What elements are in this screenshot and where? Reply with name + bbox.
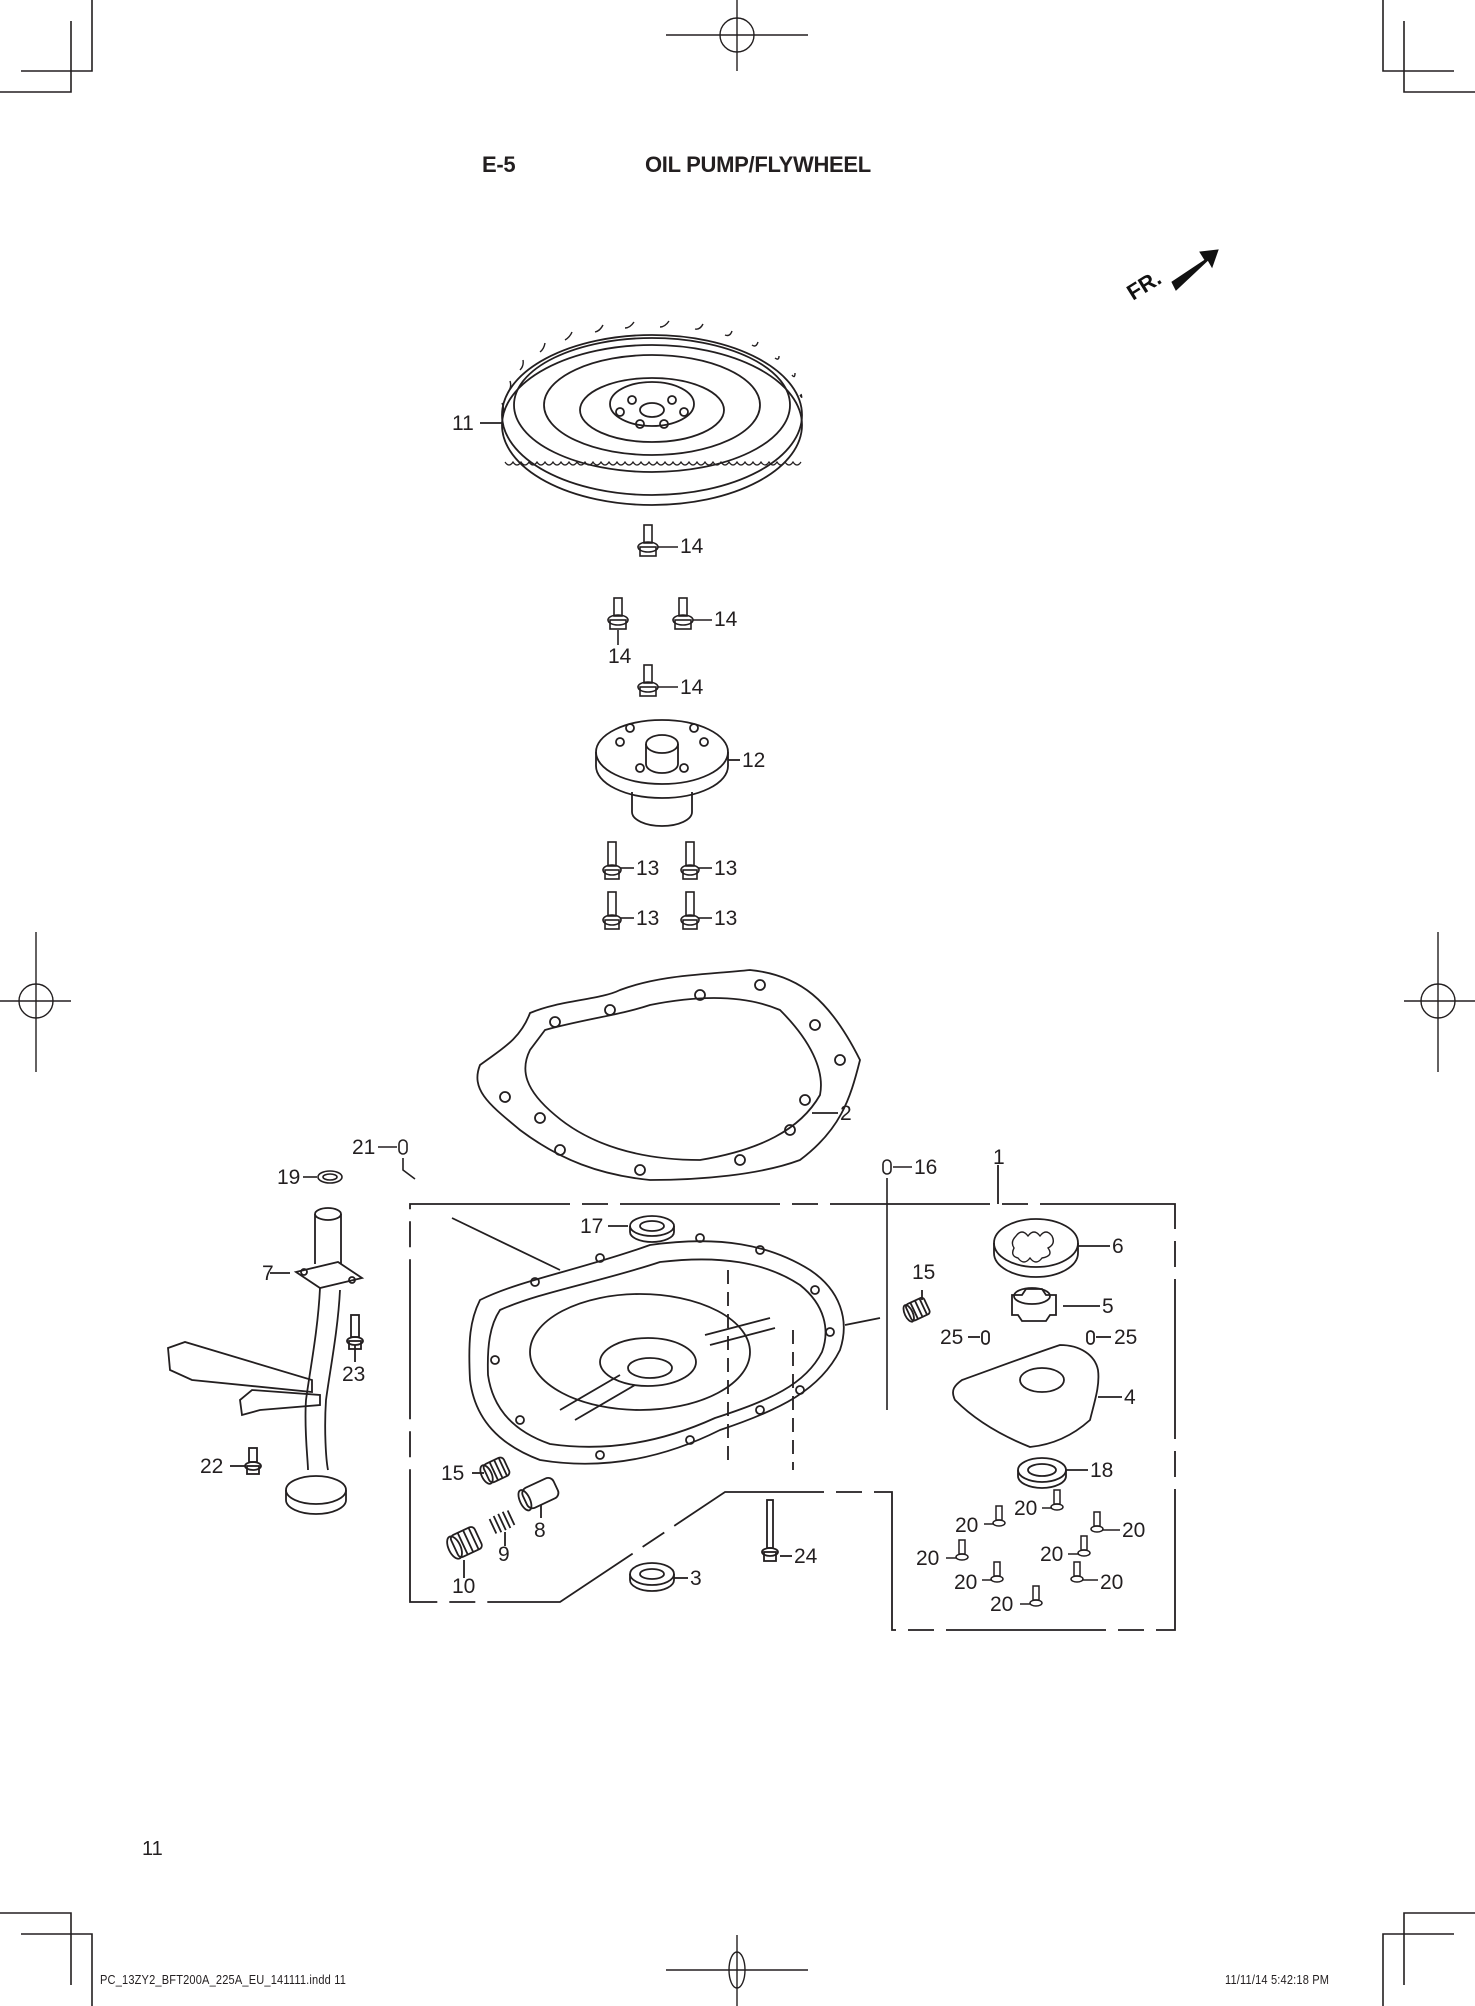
drive-hub-part-12	[595, 719, 740, 827]
callout-25: 25	[940, 1326, 964, 1349]
small-pins-and-oring	[303, 1139, 912, 1410]
callout-20: 20	[1014, 1497, 1038, 1520]
relief-valve-parts	[446, 1456, 792, 1592]
callout-14: 14	[680, 676, 704, 699]
callout-12: 12	[742, 749, 766, 772]
pump-housing	[468, 1215, 881, 1470]
callout-15: 15	[441, 1462, 465, 1485]
callout-22: 22	[200, 1455, 224, 1478]
callout-17: 17	[580, 1215, 604, 1238]
assembly-boundary-part-1	[409, 1165, 1176, 1631]
section-code: E-5	[482, 152, 516, 177]
callout-15: 15	[912, 1261, 936, 1284]
callout-11: 11	[452, 412, 474, 435]
screws-part-20	[946, 1489, 1120, 1607]
callout-14: 14	[608, 645, 632, 668]
callout-18: 18	[1090, 1459, 1114, 1482]
callout-24: 24	[794, 1545, 818, 1568]
callout-25: 25	[1114, 1326, 1138, 1349]
gasket-part-2	[476, 969, 861, 1181]
callout-19: 19	[277, 1166, 301, 1189]
callout-13: 13	[714, 857, 738, 880]
front-direction-arrow-icon	[1171, 249, 1219, 291]
oil-strainer-part-7	[167, 1207, 365, 1515]
callout-9: 9	[498, 1543, 510, 1566]
callout-2: 2	[840, 1102, 852, 1125]
flywheel-bolts-part-14	[607, 524, 712, 697]
callout-13: 13	[636, 907, 660, 930]
callout-20: 20	[954, 1571, 978, 1594]
print-slug-timestamp: 11/11/14 5:42:18 PM	[1225, 1972, 1330, 1987]
callout-5: 5	[1102, 1295, 1114, 1318]
callout-20: 20	[1122, 1519, 1146, 1542]
callout-13: 13	[636, 857, 660, 880]
pump-rotor-parts	[902, 1218, 1122, 1489]
callout-20: 20	[990, 1593, 1014, 1616]
callout-3: 3	[690, 1567, 702, 1590]
callout-6: 6	[1112, 1235, 1124, 1258]
page-number: 11	[142, 1838, 163, 1860]
callout-10: 10	[452, 1575, 476, 1598]
flywheel-part-11	[480, 320, 803, 506]
callout-1: 1	[993, 1146, 1005, 1169]
callout-20: 20	[1040, 1543, 1064, 1566]
callout-20: 20	[916, 1547, 940, 1570]
callout-8: 8	[534, 1519, 546, 1542]
hub-bolts-part-13	[602, 841, 712, 930]
callout-20: 20	[1100, 1571, 1124, 1594]
callout-16: 16	[914, 1156, 938, 1179]
section-title: OIL PUMP/FLYWHEEL	[645, 152, 871, 177]
callout-13: 13	[714, 907, 738, 930]
callout-14: 14	[680, 535, 704, 558]
callout-4: 4	[1124, 1386, 1136, 1409]
callout-23: 23	[342, 1363, 366, 1386]
callout-14: 14	[714, 608, 738, 631]
callout-21: 21	[352, 1136, 376, 1159]
callout-20: 20	[955, 1514, 979, 1537]
callout-7: 7	[262, 1262, 274, 1285]
print-slug-filename: PC_13ZY2_BFT200A_225A_EU_141111.indd 11	[100, 1972, 347, 1987]
